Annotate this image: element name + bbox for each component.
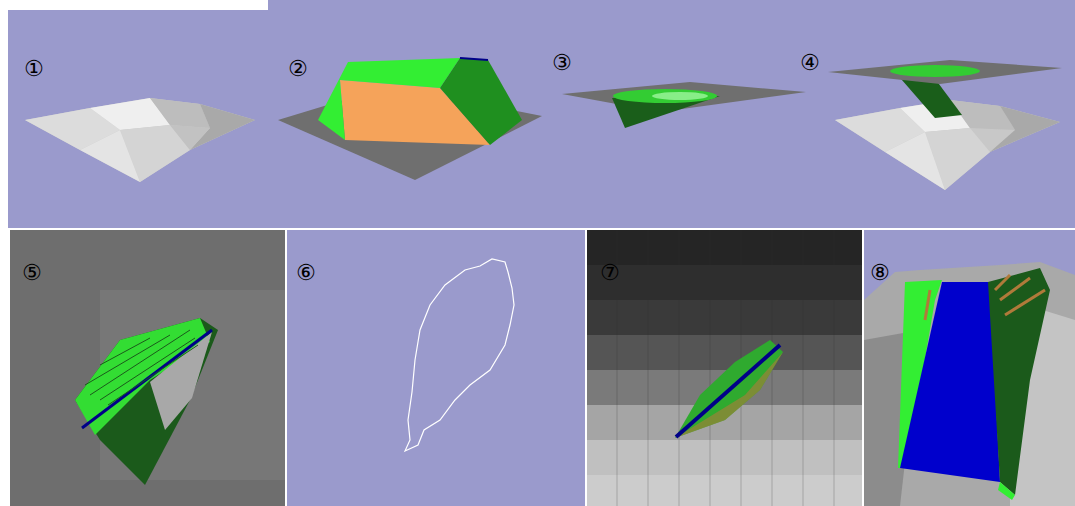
cut-plane xyxy=(562,82,806,128)
panel-ground xyxy=(268,0,1075,12)
panel-ground xyxy=(8,10,1075,228)
callout-number: ⑦ xyxy=(600,262,620,284)
cut-face-close-up xyxy=(864,230,1075,506)
terrain-top-view xyxy=(587,230,862,506)
callout-number: ⑥ xyxy=(296,262,316,284)
cut-plane-over-terrain xyxy=(828,60,1062,190)
callout-number: ④ xyxy=(800,52,820,74)
callout-number: ② xyxy=(288,58,308,80)
terrain-surface xyxy=(25,98,255,182)
cut-block xyxy=(278,58,542,180)
callout-number: ⑤ xyxy=(22,262,42,284)
callout-number: ③ xyxy=(552,52,572,74)
callout-number: ① xyxy=(24,58,44,80)
callout-number: ⑧ xyxy=(870,262,890,284)
contour-outline xyxy=(287,230,585,506)
cut-block-top-view xyxy=(10,230,285,506)
